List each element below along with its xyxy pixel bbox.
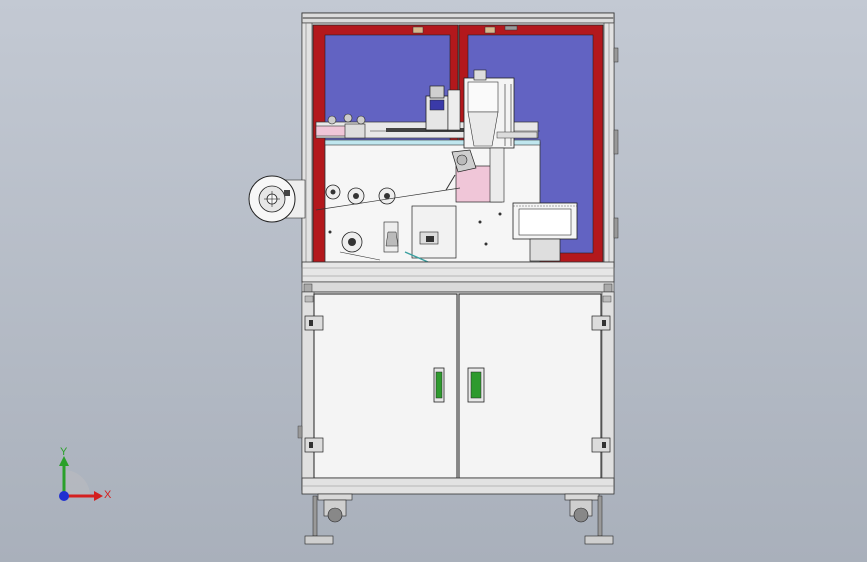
mechanism-assembly[interactable] (315, 69, 578, 263)
coordinate-triad: Y X (59, 446, 112, 501)
left-caster (304, 493, 353, 545)
right-caster (564, 493, 614, 545)
hinge-right-top (591, 315, 611, 331)
hinge-right-bottom (591, 437, 611, 453)
hinge-left-bottom (304, 437, 324, 453)
y-axis-label: Y (60, 446, 68, 458)
left-door[interactable] (313, 293, 458, 479)
hinge-left-top (304, 315, 324, 331)
tape-reel[interactable] (248, 175, 306, 223)
lower-cabinet[interactable] (297, 291, 615, 495)
right-door-handle[interactable] (467, 367, 485, 403)
x-axis-label: X (104, 489, 112, 501)
middle-beam (301, 261, 615, 293)
left-door-handle[interactable] (433, 367, 445, 403)
